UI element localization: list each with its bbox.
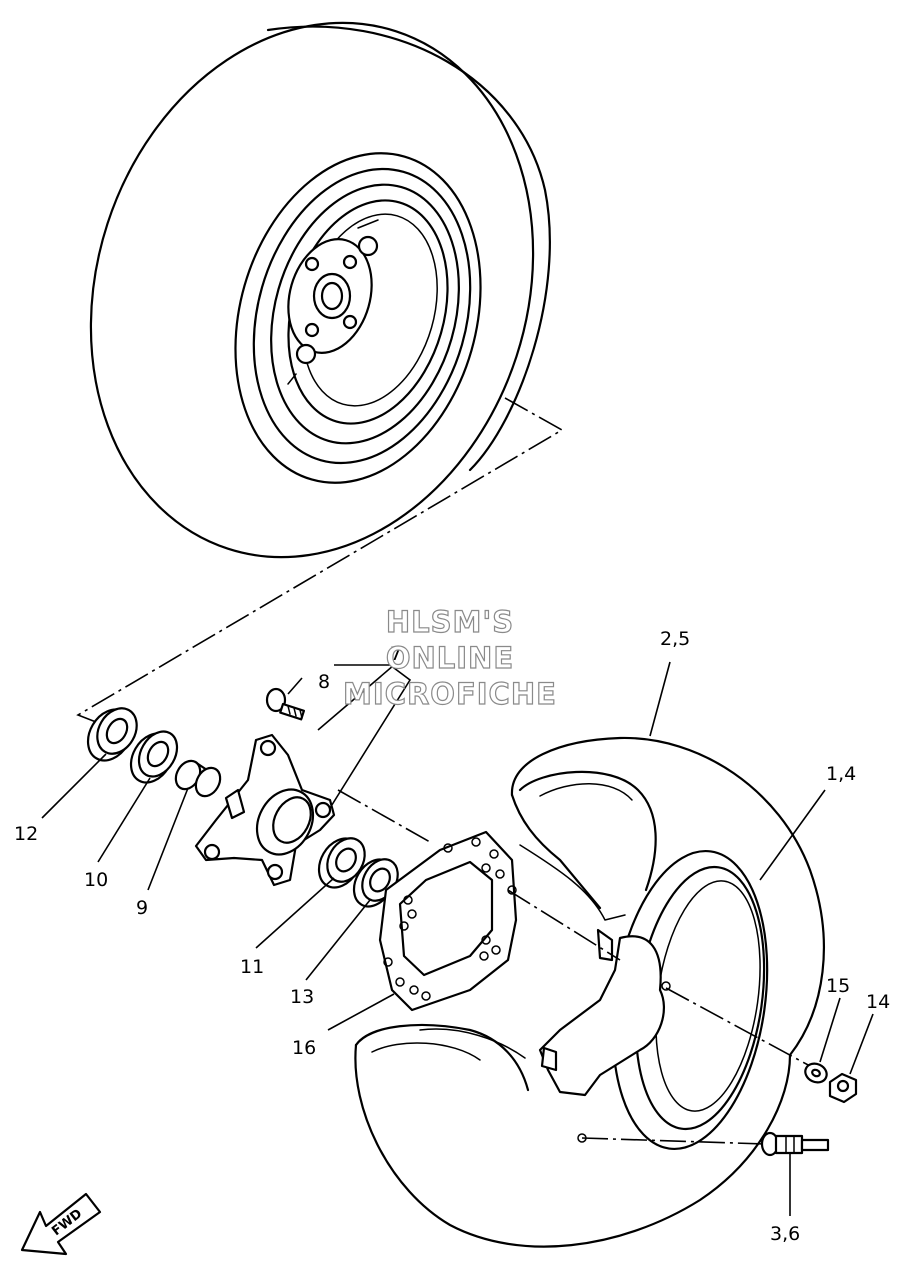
fwd-arrow-icon: [20, 1192, 102, 1256]
callout-10: 10: [84, 869, 108, 891]
watermark-line-1: HLSM'S: [386, 605, 514, 639]
part-12-oil-seal: [86, 707, 138, 762]
part-9-spacer: [174, 759, 222, 798]
callout-1-4: 1,4: [826, 763, 856, 785]
assembled-wheel: [89, 21, 551, 559]
part-10-bearing: [129, 730, 179, 784]
exploded-tire-upper-half: [510, 736, 825, 1057]
callout-9: 9: [136, 897, 148, 919]
watermark: HLSM'S ONLINE MICROFICHE: [342, 604, 557, 711]
part-11-bearing: [317, 837, 366, 889]
callout-labels: 12 10 9 8 7 11 13 16 2,5 1,4 15 14 3,6: [14, 628, 890, 1245]
center-axis-line: [76, 397, 564, 723]
callout-8: 8: [318, 671, 330, 693]
part-14-nut: [828, 1072, 858, 1104]
part-16-plate: [378, 830, 518, 1012]
exploded-rim: [419, 844, 769, 1151]
callout-14: 14: [866, 991, 890, 1013]
callout-2-5: 2,5: [660, 628, 690, 650]
assembled-tire-tread: [266, 25, 551, 472]
part-15-washer: [804, 1062, 828, 1084]
callout-16: 16: [292, 1037, 316, 1059]
callout-13: 13: [290, 986, 314, 1008]
assembled-tire-outer: [89, 21, 535, 559]
callout-15: 15: [826, 975, 850, 997]
part-3-6-valve: [760, 1131, 830, 1157]
callout-12: 12: [14, 823, 38, 845]
watermark-line-3: MICROFICHE: [343, 677, 557, 711]
part-8-bolt: [265, 687, 306, 721]
fwd-direction-marker: FWD: [20, 1192, 102, 1256]
callout-leaders: [41, 661, 874, 1216]
part-7-front-hub: [194, 733, 336, 887]
callout-11: 11: [240, 956, 264, 978]
watermark-line-2: ONLINE: [386, 641, 514, 675]
callout-7: 7: [390, 643, 402, 665]
callout-3-6: 3,6: [770, 1223, 800, 1245]
